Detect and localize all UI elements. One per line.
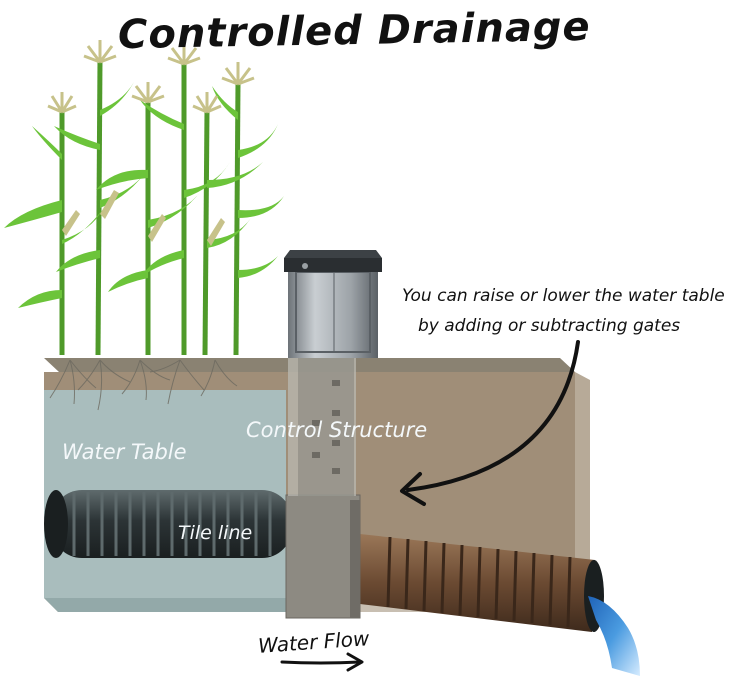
outlet-pipe xyxy=(360,534,604,632)
water-outflow xyxy=(588,596,640,676)
plant-roots xyxy=(49,359,238,411)
corn-plants xyxy=(4,40,284,356)
tile-line-pipe xyxy=(44,490,292,558)
annotation-arrow xyxy=(406,340,580,492)
water-flow-arrow xyxy=(280,660,362,665)
diagram-title: Controlled Drainage xyxy=(117,3,591,59)
control-structure-label: Control Structure xyxy=(246,418,428,442)
annotation-line-1: You can raise or lower the water table xyxy=(402,286,725,306)
annotation-line-2: by adding or subtracting gates xyxy=(418,316,681,336)
water-table-bottom xyxy=(44,598,292,612)
water-table-label: Water Table xyxy=(62,440,187,464)
control-structure xyxy=(284,250,382,619)
soil-side xyxy=(575,372,590,612)
tile-line-label: Tile line xyxy=(178,522,253,544)
annotation-arrowhead xyxy=(400,472,426,506)
water-flow-arrowhead xyxy=(346,652,364,672)
